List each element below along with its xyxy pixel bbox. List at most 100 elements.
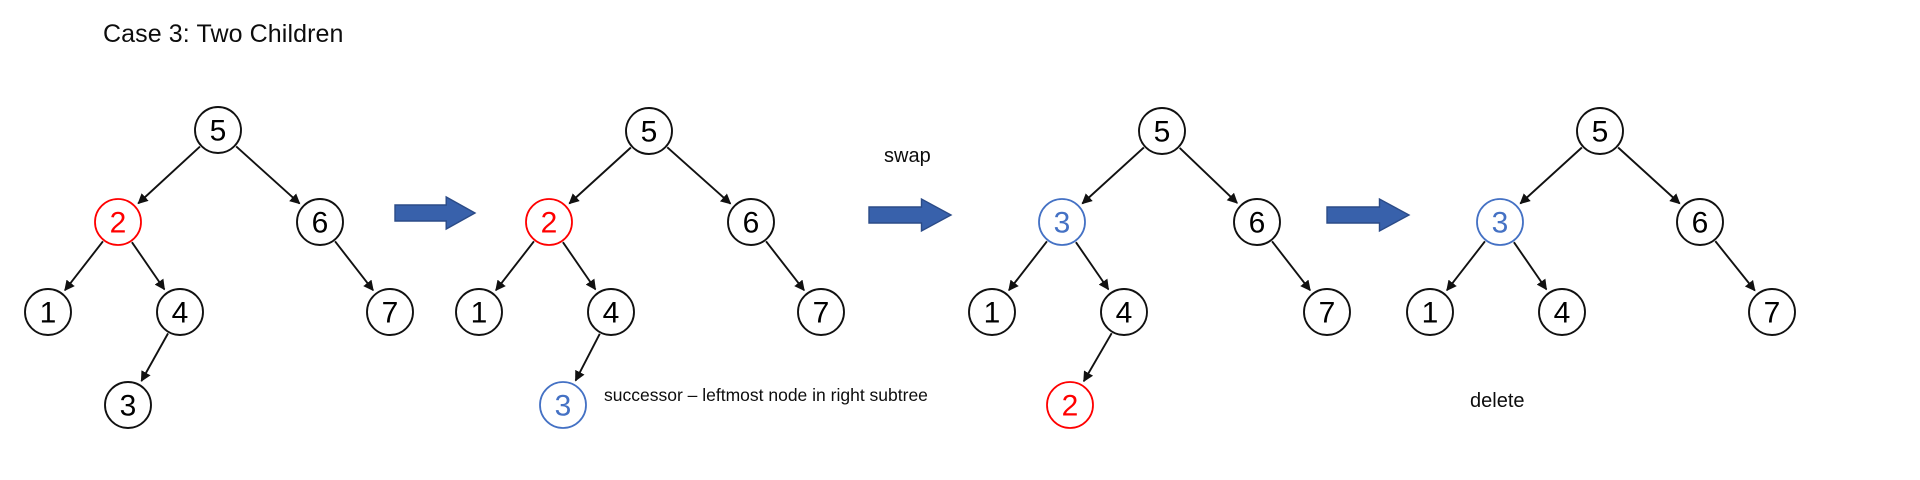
- tree-node: 4: [1100, 288, 1148, 336]
- node-circle: [539, 381, 587, 429]
- node-label: 5: [210, 115, 227, 148]
- tree-edges: [64, 145, 1756, 383]
- tree-edge: [1714, 240, 1756, 292]
- node-label: 4: [172, 297, 189, 330]
- tree-edge: [568, 146, 632, 205]
- node-label: 3: [120, 390, 137, 423]
- tree-edge: [1075, 241, 1110, 291]
- node-circle: [1100, 288, 1148, 336]
- tree-node: 1: [1406, 288, 1454, 336]
- node-circle: [24, 288, 72, 336]
- tree-node: 7: [366, 288, 414, 336]
- node-circle: [625, 107, 673, 155]
- tree-edge: [334, 240, 374, 292]
- tree-node: 3: [104, 381, 152, 429]
- node-circle: [1538, 288, 1586, 336]
- tree-edge: [1008, 240, 1048, 292]
- caption-swap: swap: [884, 145, 931, 167]
- tree-node: 2: [94, 198, 142, 246]
- tree-node: 3: [1038, 198, 1086, 246]
- tree-edge: [1082, 332, 1113, 383]
- node-label: 5: [1592, 116, 1609, 149]
- node-circle: [1233, 198, 1281, 246]
- tree-edge: [137, 145, 201, 205]
- tree-edge: [131, 241, 166, 291]
- tree-edge: [1513, 241, 1548, 291]
- tree-node: 6: [296, 198, 344, 246]
- node-label: 7: [1764, 297, 1781, 330]
- tree-edge: [140, 332, 169, 382]
- tree-node: 5: [1576, 107, 1624, 155]
- node-circle: [1406, 288, 1454, 336]
- tree-node: 6: [1676, 198, 1724, 246]
- tree-node: 7: [797, 288, 845, 336]
- tree-node: 5: [625, 107, 673, 155]
- tree-edge: [495, 240, 535, 292]
- node-circle: [194, 106, 242, 154]
- tree-edge: [666, 146, 732, 205]
- node-label: 4: [1554, 297, 1571, 330]
- node-circle: [366, 288, 414, 336]
- tree-edge: [1271, 240, 1311, 292]
- node-circle: [968, 288, 1016, 336]
- caption-successor: successor – leftmost node in right subtr…: [604, 385, 928, 405]
- node-label: 6: [1692, 207, 1709, 240]
- node-circle: [1748, 288, 1796, 336]
- node-label: 1: [471, 297, 488, 330]
- node-label: 4: [603, 297, 620, 330]
- node-label: 7: [382, 297, 399, 330]
- node-label: 1: [40, 297, 57, 330]
- node-circle: [1138, 107, 1186, 155]
- node-circle: [1046, 381, 1094, 429]
- step-arrows: [394, 195, 1411, 233]
- node-circle: [727, 198, 775, 246]
- node-label: 5: [641, 116, 658, 149]
- node-label: 3: [1492, 207, 1509, 240]
- tree-node: 7: [1748, 288, 1796, 336]
- node-circle: [156, 288, 204, 336]
- tree-edge: [765, 240, 805, 292]
- node-circle: [1576, 107, 1624, 155]
- node-circle: [525, 198, 573, 246]
- tree-edge: [1519, 146, 1583, 205]
- node-label: 2: [1062, 390, 1079, 423]
- node-label: 7: [1319, 297, 1336, 330]
- tree-edge: [235, 145, 301, 205]
- node-circle: [94, 198, 142, 246]
- node-label: 2: [110, 207, 127, 240]
- node-label: 1: [1422, 297, 1439, 330]
- tree-edge: [1179, 147, 1238, 204]
- node-label: 7: [813, 297, 830, 330]
- step-arrow-1: [394, 195, 477, 231]
- node-label: 3: [555, 390, 572, 423]
- caption-delete: delete: [1470, 390, 1525, 412]
- tree-node: 7: [1303, 288, 1351, 336]
- tree-node: 2: [525, 198, 573, 246]
- tree-node: 2: [1046, 381, 1094, 429]
- tree-node: 4: [1538, 288, 1586, 336]
- tree-node: 4: [587, 288, 635, 336]
- tree-node: 6: [727, 198, 775, 246]
- node-circle: [1038, 198, 1086, 246]
- node-label: 1: [984, 297, 1001, 330]
- node-label: 6: [312, 207, 329, 240]
- tree-node: 1: [968, 288, 1016, 336]
- node-label: 3: [1054, 207, 1071, 240]
- tree-edge: [1081, 146, 1145, 205]
- tree-node: 6: [1233, 198, 1281, 246]
- node-circle: [587, 288, 635, 336]
- node-label: 6: [1249, 207, 1266, 240]
- page-title: Case 3: Two Children: [103, 20, 344, 48]
- node-circle: [1476, 198, 1524, 246]
- node-label: 6: [743, 207, 760, 240]
- node-circle: [296, 198, 344, 246]
- tree-node: 1: [24, 288, 72, 336]
- tree-node: 1: [455, 288, 503, 336]
- node-circle: [455, 288, 503, 336]
- tree-edge: [574, 333, 601, 382]
- tree-node: 5: [194, 106, 242, 154]
- node-circle: [1676, 198, 1724, 246]
